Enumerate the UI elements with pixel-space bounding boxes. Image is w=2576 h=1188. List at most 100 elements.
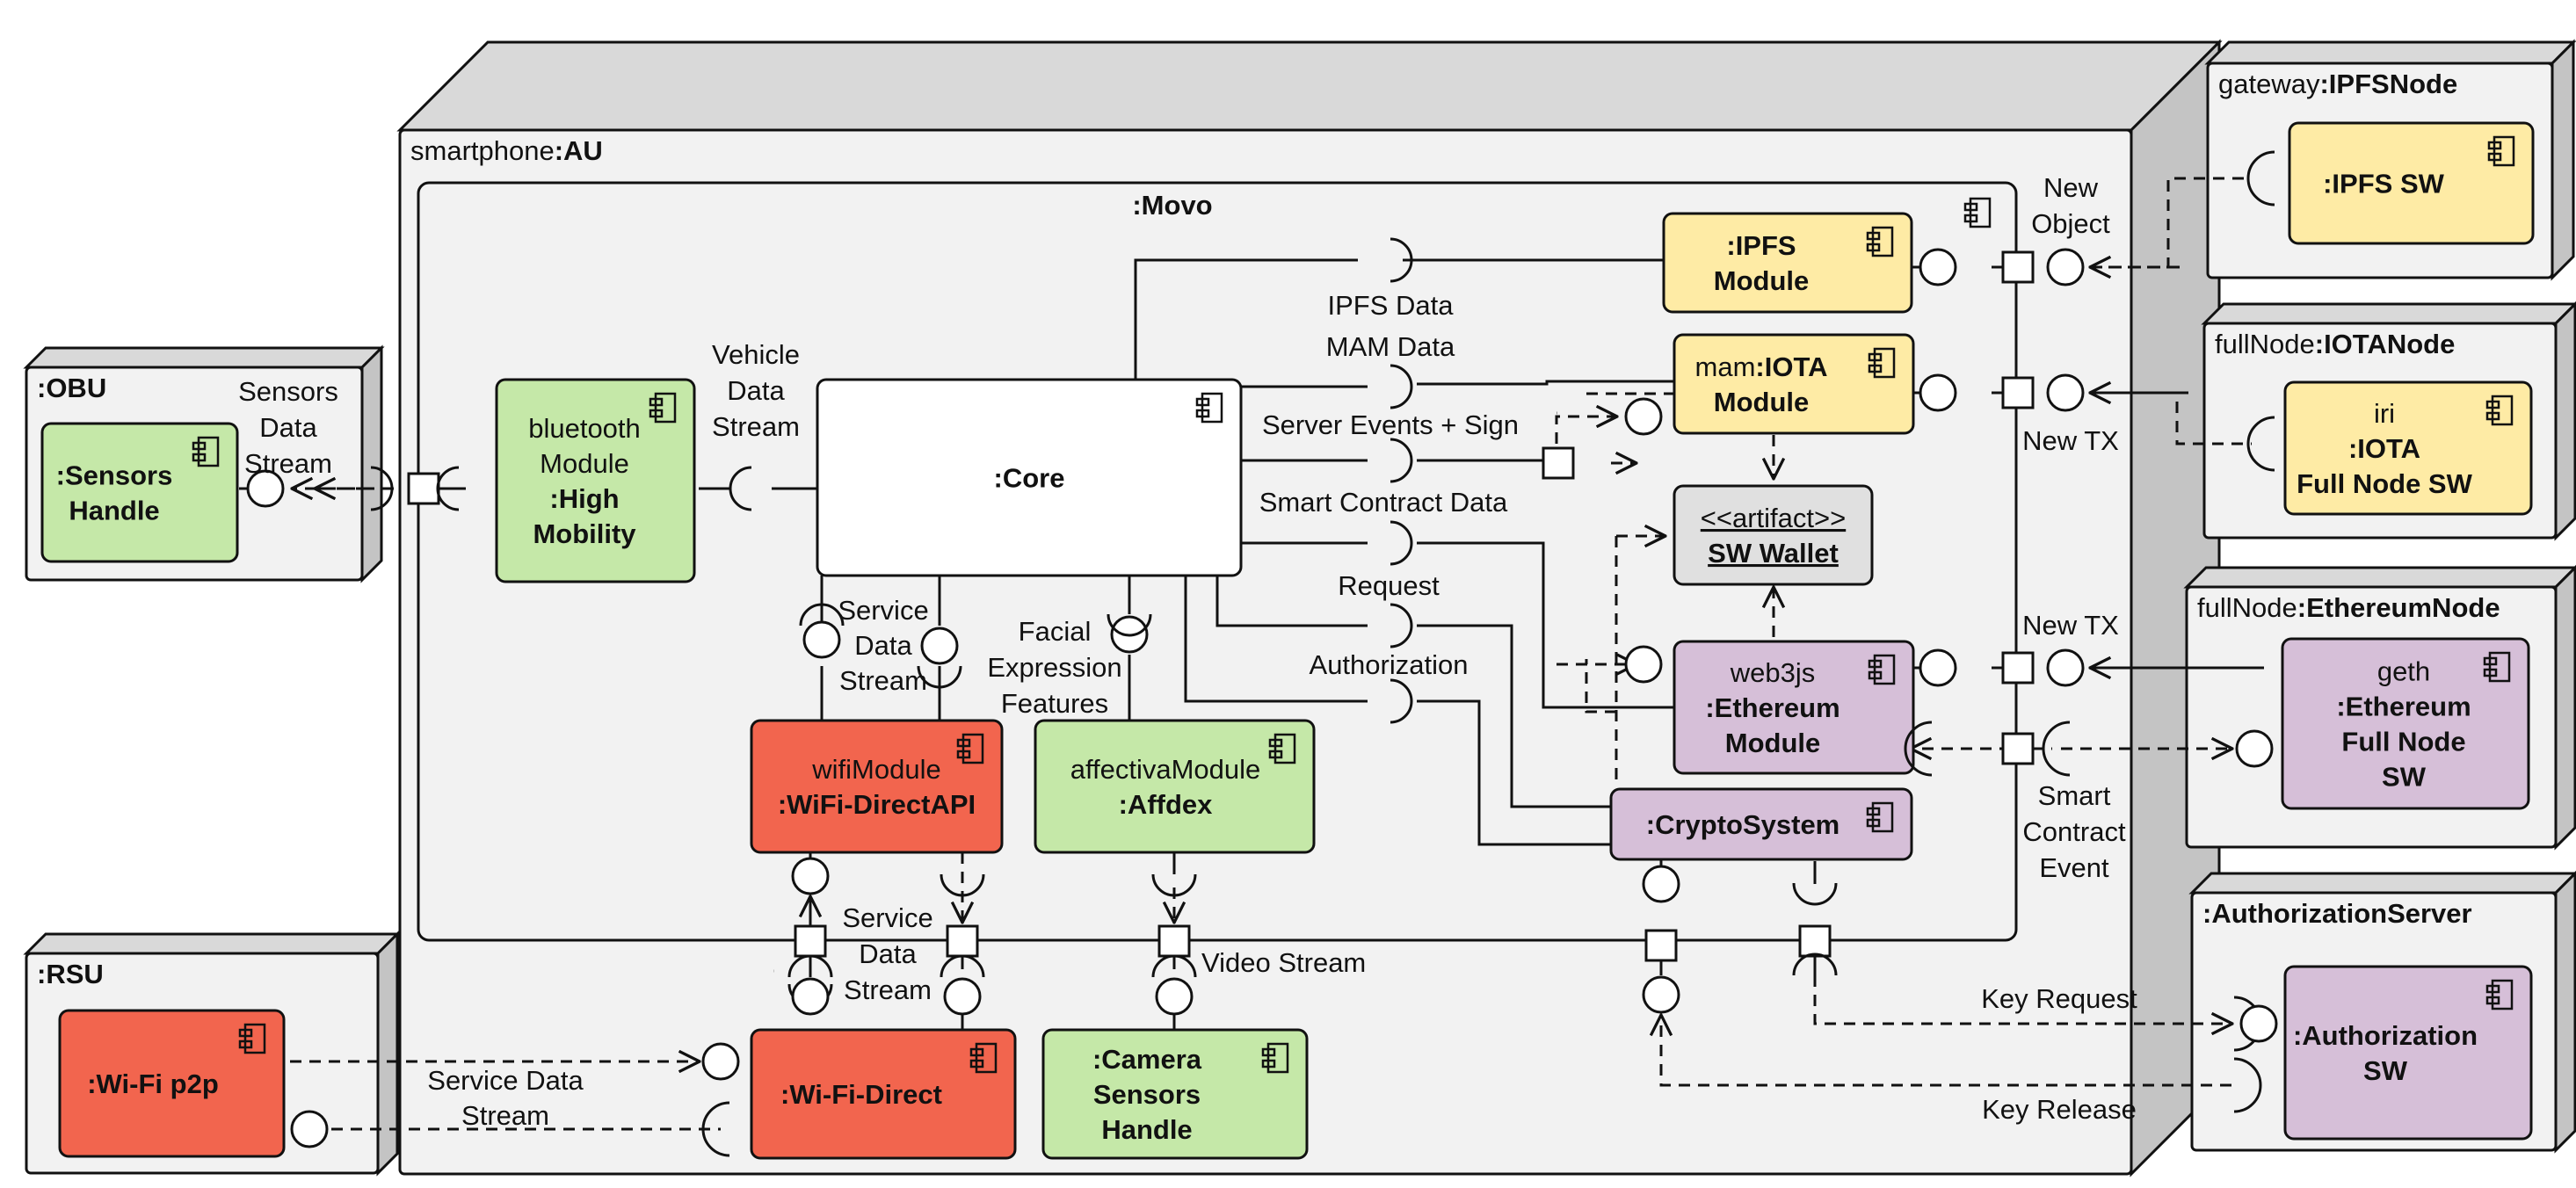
provided-interface-ball [791,977,830,1016]
required-interface-socket [940,873,985,897]
iota-full-node-sw-component-text: :IOTA [2348,433,2420,464]
label-sensors-data-stream-line: Stream [244,448,332,479]
label-vehicle-data-stream-line: Data [727,375,785,406]
affdex-component[interactable]: affectivaModule:Affdex [1034,719,1316,854]
crypto-system-component-text: :CryptoSystem [1646,809,1840,840]
required-interface-socket [799,603,845,627]
label-request-line: Request [1338,570,1440,601]
port [946,924,979,958]
ethereum-node-label: fullNode:EthereumNode [2197,592,2500,623]
required-interface-socket [1390,603,1413,648]
wifi-direct-api-component-text: wifiModule [811,754,940,785]
bluetooth-highmobility-component-text: Module [540,448,629,479]
provided-interface-ball [802,620,841,659]
ipfs-sw-component-text: :IPFS SW [2323,169,2445,199]
ethereum-module-component-text: :Ethereum [1705,692,1839,723]
label-authorization: Authorization [1310,649,1469,680]
port [407,472,440,505]
label-new-tx-iota: New TX [2022,425,2119,456]
required-interface-socket [940,954,985,978]
required-interface-socket [1390,438,1413,483]
sw-wallet-artifact-text: <<artifact>> [1701,503,1846,533]
wifi-direct-component[interactable]: :Wi-Fi-Direct [750,1028,1017,1160]
ethereum-full-node-sw-component-text: geth [2377,656,2430,687]
bluetooth-highmobility-component-text: bluetooth [528,413,641,444]
provided-interface-ball [943,977,982,1016]
label-vehicle-data-stream-line: Stream [712,411,800,442]
required-interface-socket [729,466,752,511]
crypto-system-component[interactable]: :CryptoSystem [1609,787,1913,861]
component-icon [1261,1042,1289,1074]
port [1798,924,1832,958]
sw-wallet-artifact[interactable]: <<artifact>> SW Wallet [1673,484,1874,586]
port [2001,376,2035,409]
label-mam-data-line: MAM Data [1326,331,1455,362]
port [794,924,827,958]
provided-interface-ball [1624,645,1663,684]
label-server-events-line: Server Events + Sign [1262,409,1519,440]
label-vehicle-data-stream-line: Vehicle [712,339,800,370]
ethereum-module-component-text: Module [1725,728,1821,758]
camera-sensors-handle-component-text: :Camera [1092,1044,1202,1075]
label-service-data-stream-rsu-line: Stream [461,1100,549,1131]
port [2001,250,2035,284]
component-icon [956,733,984,764]
label-facial-expression-line: Facial [1019,616,1092,647]
component-icon [2483,651,2511,683]
sw-wallet-artifact-text: SW Wallet [1708,538,1839,569]
provided-interface-ball [290,1110,329,1148]
label-service-data-stream-rsu-line: Service Data [427,1065,584,1096]
required-interface-socket [1390,678,1413,724]
camera-sensors-handle-component-text: Handle [1101,1114,1192,1145]
iota-node-label: fullNode:IOTANode [2215,329,2455,359]
required-interface-socket [1151,873,1197,897]
wifi-p2p-component[interactable]: :Wi-Fi p2p [58,1009,286,1158]
ethereum-full-node-sw-component-text: SW [2382,762,2427,793]
provided-interface-ball [920,627,959,665]
ipfs-sw-component[interactable]: :IPFS SW [2288,121,2535,245]
label-ipfs-data: IPFS Data [1328,290,1455,321]
iota-module-component-text: mam:IOTA [1695,351,1828,382]
component-icon [649,392,677,424]
required-interface-socket [1390,520,1413,566]
ipfs-module-component-text: :IPFS [1726,230,1796,261]
smartphone-au-node: smartphone:AU [396,39,2223,1177]
iota-full-node-sw-component-text: iri [2374,398,2395,429]
authorization-sw-component-text: :Authorization [2293,1020,2478,1051]
component-icon [1963,197,1992,228]
obu-node-label: :OBU [37,373,106,403]
label-service-data-stream-core-line: Service [838,595,928,626]
label-key-release: Key Release [1982,1094,2137,1125]
provided-interface-ball [1155,977,1194,1016]
required-interface-socket [1792,882,1838,906]
port [2001,732,2035,765]
label-new-object-line: Object [2031,208,2110,239]
required-interface-socket [2042,721,2071,777]
required-interface-socket [1390,364,1413,409]
label-smart-contract-event-line: Event [2039,852,2109,883]
label-sensors-data-stream-line: Sensors [238,376,338,407]
required-interface-socket [1904,721,1933,777]
label-facial-expression-line: Expression [987,652,1121,683]
core-component[interactable]: :Core [816,378,1243,577]
label-server-events: Server Events + Sign [1262,409,1519,440]
required-interface-socket [701,1101,730,1157]
sensors-handle-component-text: Handle [69,496,159,526]
wifi-direct-api-component[interactable]: wifiModule:WiFi-DirectAPI [750,719,1004,854]
required-interface-socket [1792,953,1838,976]
